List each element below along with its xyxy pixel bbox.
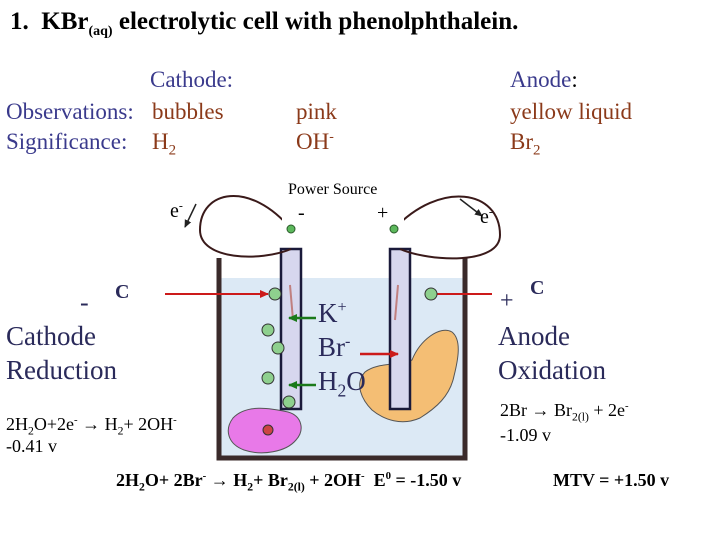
bubble [261,371,275,385]
anode-voltage: -1.09 v [500,425,551,445]
page-title: 1. KBr(aq) electrolytic cell with phenol… [10,8,519,39]
overall-equation: 2H2O+ 2Br- → H2+ Br2(l) + 2OH- E0 = -1.5… [116,470,462,494]
k-ion-label: K+ [318,298,347,328]
power-minus: - [298,202,305,224]
br-ion-label: Br- [318,332,351,362]
electron-arrow-right [459,198,483,217]
power-plus: + [377,202,389,224]
power-source-label: Power Source [288,181,378,198]
electron-label-left: e- [170,198,183,222]
anode-equation: 2Br → Br2(l) + 2e- [500,400,629,424]
anode-dot [424,287,438,301]
anode-letter: C [530,277,545,299]
observations-label: Observations: [6,99,134,124]
anode-wire [393,195,502,260]
electron-arrow-left [184,203,197,228]
anode-name: Anode [498,321,570,351]
cathode-voltage: -0.41 v [6,436,57,456]
cathode-wire [198,195,292,258]
anode-sign: + [500,288,514,314]
anode-process: Oxidation [498,355,606,385]
cathode-letter: C [115,281,130,303]
power-source-box [282,178,404,234]
cathode-equation: 2H2O+2e- → H2+ 2OH- [6,414,177,438]
negative-terminal [286,224,296,234]
h2o-label: H2O [318,366,366,401]
cathode-observation: bubbles [152,99,224,124]
anode-rod [394,284,399,321]
anode-observation: yellow liquid [510,99,633,124]
cathode-name: Cathode [6,321,96,351]
anode-significance: Br2 [510,129,541,159]
anode-electrode [388,247,412,411]
positive-terminal [389,224,399,234]
anode-header: Anode: [510,67,578,92]
bubble [261,323,275,337]
mtv-value: MTV = +1.50 v [553,470,670,490]
pink-dot [262,424,274,436]
bubble [271,341,285,355]
significance-label: Significance: [6,129,128,154]
cathode-significance: H2 [152,129,177,159]
cell-container [216,258,468,461]
cathode-sign: - [80,288,89,317]
cathode-process: Reduction [6,355,117,385]
bubble [268,287,282,301]
electron-label-right: e- [480,204,493,228]
bubble [282,395,296,409]
cathode-header: Cathode: [150,67,234,92]
middle-significance: OH- [296,128,334,154]
middle-observation: pink [296,99,337,124]
